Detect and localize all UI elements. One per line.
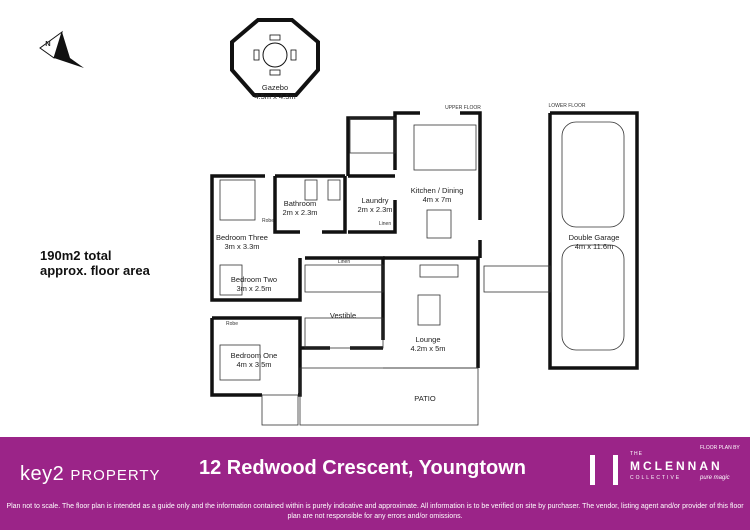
bedroom-three-size: 3m x 3.3m bbox=[224, 242, 259, 251]
key2-logo-text: key2 bbox=[20, 463, 65, 485]
key2-property-logo: key2 PROPERTY bbox=[20, 463, 161, 486]
toilet bbox=[327, 179, 341, 201]
car-2 bbox=[561, 244, 625, 351]
patio-label: PATIO bbox=[414, 394, 436, 403]
lower-floor-label: LOWER FLOOR bbox=[549, 103, 586, 109]
svg-text:N: N bbox=[45, 39, 50, 48]
floor-area-line1: 190m2 total bbox=[40, 248, 112, 263]
mclennan-tagline: pure magic bbox=[700, 475, 730, 481]
bedroom-one-robe-label: Robe bbox=[226, 321, 238, 327]
bedroom-two-size: 3m x 2.5m bbox=[236, 284, 271, 293]
floor-plan: N Gazebo 4.5m x 4.5m UPPER FLOOR LOWER F… bbox=[39, 18, 639, 426]
stairs-garage bbox=[483, 265, 551, 293]
room-labels: Bathroom 2m x 2.3m Laundry 2m x 2.3m Lin… bbox=[216, 186, 619, 403]
gazebo-label: Gazebo bbox=[262, 83, 288, 92]
kitchen-label: Kitchen / Dining bbox=[411, 186, 464, 195]
laundry-linen-label: Linen bbox=[379, 221, 391, 227]
car-1 bbox=[561, 121, 625, 228]
key2-logo-subtext: PROPERTY bbox=[70, 467, 161, 484]
stairs-middle bbox=[304, 264, 384, 293]
bathroom-label: Bathroom bbox=[284, 199, 317, 208]
mclennan-the: THE bbox=[630, 451, 643, 457]
garage-size: 4m x 11.6m bbox=[575, 242, 614, 251]
gazebo-size: 4.5m x 4.5m bbox=[254, 92, 295, 101]
stairs-patio bbox=[261, 394, 299, 426]
sofa bbox=[419, 264, 459, 278]
bed-three bbox=[219, 179, 256, 221]
vestible-area bbox=[304, 317, 384, 349]
bedroom-two-label: Bedroom Two bbox=[231, 275, 277, 284]
footer-banner: key2 PROPERTY 12 Redwood Crescent, Young… bbox=[0, 437, 750, 530]
floor-plan-by-label: FLOOR PLAN BY bbox=[700, 445, 740, 451]
property-address-title: 12 Redwood Crescent, Youngtown bbox=[198, 457, 527, 479]
laundry-size: 2m x 2.3m bbox=[357, 205, 392, 214]
floor-area-note: 190m2 total approx. floor area bbox=[40, 248, 150, 278]
north-compass-icon: N bbox=[39, 30, 84, 68]
lounge-size: 4.2m x 5m bbox=[410, 344, 445, 353]
kitchen-size: 4m x 7m bbox=[423, 195, 452, 204]
stairs-upper bbox=[349, 117, 396, 154]
bathroom-size: 2m x 2.3m bbox=[282, 208, 317, 217]
basin bbox=[304, 179, 318, 201]
bedroom-three-robe-label: Robe bbox=[262, 218, 274, 224]
kitchen-bench bbox=[413, 124, 477, 171]
mclennan-collective: COLLECTIVE bbox=[630, 475, 682, 481]
laundry-label: Laundry bbox=[361, 196, 388, 205]
bed-one bbox=[219, 344, 261, 381]
coffee-table bbox=[417, 294, 441, 326]
mclennan-logo-text: MCLENNAN bbox=[630, 459, 723, 473]
fixtures bbox=[219, 117, 625, 426]
bed-two bbox=[219, 264, 243, 296]
bedroom-one-label: Bedroom One bbox=[231, 351, 278, 360]
lounge-label: Lounge bbox=[415, 335, 440, 344]
gazebo: Gazebo 4.5m x 4.5m bbox=[230, 18, 320, 101]
bedroom-three-label: Bedroom Three bbox=[216, 233, 268, 242]
bedroom-one-size: 4m x 3.5m bbox=[236, 360, 271, 369]
dining-table bbox=[426, 209, 452, 239]
vestible-label: Vestible bbox=[330, 311, 356, 320]
garage-label: Double Garage bbox=[569, 233, 620, 242]
floor-area-line2: approx. floor area bbox=[40, 263, 150, 278]
upper-floor-label: UPPER FLOOR bbox=[445, 105, 481, 111]
linen-label: Linen bbox=[338, 259, 350, 265]
mclennan-logo-mark-icon bbox=[590, 455, 618, 485]
disclaimer: Plan not to scale. The floor plan is int… bbox=[6, 503, 744, 520]
